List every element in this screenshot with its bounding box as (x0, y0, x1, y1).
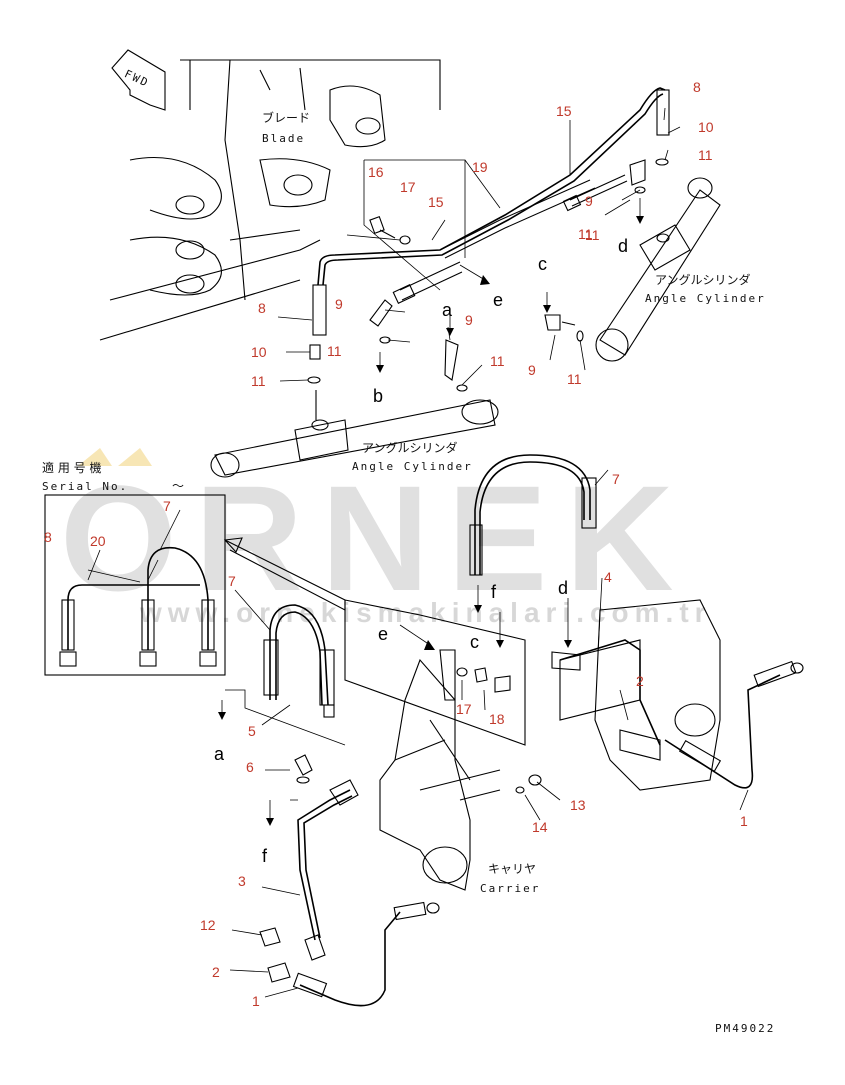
serial-range-mark: ～ (172, 479, 184, 493)
right-frame (469, 454, 804, 794)
callout-8b: 8 (258, 300, 266, 316)
callout-9c: 9 (465, 312, 473, 328)
callout-4: 4 (604, 569, 612, 585)
port-letter-e2: e (378, 624, 388, 644)
watermark-brand: ORNEK (60, 454, 692, 622)
callout-11d: 11 (251, 373, 266, 389)
callout-17a: 17 (400, 179, 416, 195)
callout-5: 5 (248, 723, 256, 739)
callout-10b: 10 (251, 344, 267, 360)
port-letter-a2: a (214, 744, 225, 764)
blade-label-jp: ブレード (262, 110, 310, 125)
callout-2b: 2 (212, 964, 220, 980)
callout-6: 6 (246, 759, 254, 775)
angle-cyl-right-jp: アングルシリンダ (655, 272, 751, 287)
upper-piping (312, 87, 670, 336)
watermark-logo-mark (78, 448, 112, 466)
port-letter-a: a (442, 300, 453, 320)
callout-14: 14 (532, 819, 548, 835)
callout-12: 12 (200, 917, 216, 933)
angle-cyl-right-en: Angle Cylinder (645, 292, 766, 305)
part-code: PM49022 (715, 1022, 775, 1035)
right-fittings (544, 158, 669, 342)
port-letter-e: e (493, 290, 503, 310)
port-letter-d2: d (558, 578, 568, 598)
serial-label-en: Serial No. (42, 480, 128, 493)
port-letter-c2: c (470, 632, 479, 652)
carrier-label-en: Carrier (480, 882, 540, 895)
callout-19: 19 (472, 159, 488, 175)
leader-lines (87, 107, 749, 998)
callout-9b: 9 (335, 296, 343, 312)
callout-8c: 8 (44, 529, 52, 545)
callout-7b: 7 (163, 498, 171, 514)
callout-1a: 1 (740, 813, 748, 829)
left-fittings (307, 299, 468, 420)
callout-11f: 11 (567, 371, 582, 387)
angle-cyl-left-jp: アングルシリンダ (362, 440, 458, 455)
callout-9d: 9 (528, 362, 536, 378)
callout-1b: 1 (252, 993, 260, 1009)
callout-11g: 11 (585, 227, 600, 243)
angle-cylinder-right: アングルシリンダ Angle Cylinder (595, 177, 766, 362)
callout-20: 20 (90, 533, 106, 549)
callout-8a: 8 (693, 79, 701, 95)
callout-18: 18 (489, 711, 505, 727)
port-letter-f: f (491, 582, 497, 602)
port-letter-group: e a b c d f c d e a f (214, 236, 628, 866)
callout-11c: 11 (327, 343, 342, 359)
callout-9a: 9 (585, 193, 593, 209)
port-arrows (218, 198, 644, 826)
angle-cylinder-left: アングルシリンダ Angle Cylinder (210, 399, 499, 478)
bolt-16 (369, 216, 411, 245)
callout-11b: 11 (578, 226, 593, 242)
lower-left-piping (225, 604, 440, 1007)
callout-11e: 11 (490, 353, 505, 369)
carrier-label-jp: キャリヤ (488, 862, 536, 876)
callout-11a: 11 (698, 147, 713, 163)
callout-16: 16 (368, 164, 384, 180)
port-letter-d: d (618, 236, 628, 256)
callout-7c: 7 (228, 573, 236, 589)
callout-17b: 17 (456, 701, 472, 717)
callout-numbers: 8 10 11 15 15 19 16 17 9 11 8 9 11 10 11… (44, 79, 748, 1009)
fwd-arrow: FWD (111, 49, 166, 111)
serial-label-jp: 適 用 号 機 (42, 460, 101, 475)
blade-label-en: Blade (262, 132, 305, 145)
callout-13: 13 (570, 797, 586, 813)
callout-10a: 10 (698, 119, 714, 135)
serial-inset: 適 用 号 機 Serial No. ～ (42, 460, 226, 676)
port-letter-f3: f (262, 846, 268, 866)
angle-cyl-left-en: Angle Cylinder (352, 460, 473, 473)
watermark: ORNEK www.ornekismakinalari.com.tr (60, 448, 712, 628)
callout-15a: 15 (556, 103, 572, 119)
port-letter-c: c (538, 254, 547, 274)
callout-7a: 7 (612, 471, 620, 487)
watermark-url: www.ornekismakinalari.com.tr (139, 597, 712, 628)
callout-15b: 15 (428, 194, 444, 210)
port-letter-b: b (373, 386, 383, 406)
clamp-bracket (363, 159, 501, 291)
callout-2a: 2 (636, 673, 644, 689)
carrier-structure: キャリヤ Carrier (223, 537, 540, 895)
serial-inset-frame (44, 494, 226, 676)
blade-structure: ブレード Blade (99, 59, 441, 341)
callout-3: 3 (238, 873, 246, 889)
